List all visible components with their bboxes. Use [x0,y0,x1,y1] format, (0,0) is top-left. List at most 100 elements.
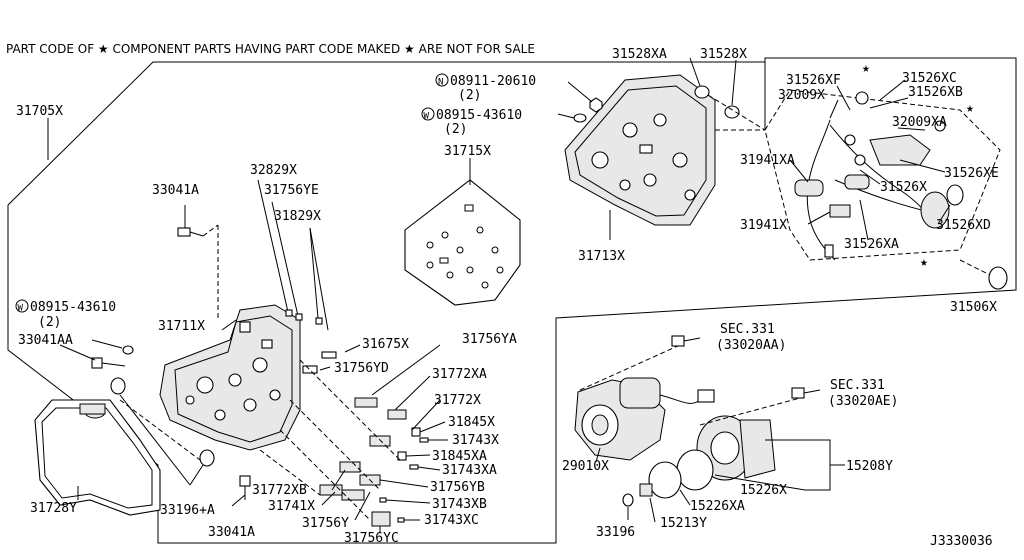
valve-body-upper [564,74,716,226]
label-sec331a: SEC.331 [720,322,775,337]
leader-08915-left [91,339,123,349]
leader-31845X [419,421,446,433]
label-31756YA: 31756YA [462,332,517,347]
leader-31845XA [405,454,431,457]
label-31941XA: 31941XA [740,153,795,168]
leader-31528XA [689,57,701,87]
label-31743XB: 31743XB [432,497,487,512]
label-08915-left-qty: (2) [38,315,61,330]
label-29010X: 29010X [562,459,609,474]
label-32829X: 32829X [250,163,297,178]
dash-31506X [959,259,991,276]
leader-31772X [411,399,441,431]
star-mark-2: ★ [966,101,974,116]
leader-33041AA [59,344,96,361]
w-mark-top: W [424,112,430,122]
label-31829X: 31829X [274,209,321,224]
dash-guide-5 [119,399,201,461]
label-08915-top-qty: (2) [444,122,467,137]
label-31526X: 31526X [880,180,927,195]
leader-31941X [807,211,831,225]
pin-31756YE [295,313,303,321]
w-circle-left [15,299,29,313]
label-15213Y: 15213Y [660,516,707,531]
label-31845X: 31845X [448,415,495,430]
label-31675X: 31675X [362,337,409,352]
dash-31528 [707,94,766,131]
leader-31526XC [879,79,906,101]
label-08911: 08911-20610 [450,74,536,89]
label-31756Y: 31756Y [302,516,349,531]
bolt-sec331b [791,387,821,399]
bolt-sec331a [671,335,701,347]
dash-guide-3 [279,429,371,521]
n-mark: N [438,78,443,88]
label-33041A-bottom: 33041A [208,525,255,540]
leader-32829X [257,179,289,313]
star-mark-3: ★ [920,255,928,270]
nut-08911 [589,97,603,113]
header-note: PART CODE OF ★ COMPONENT PARTS HAVING PA… [6,42,535,56]
label-31526XB: 31526XB [908,85,963,100]
leader-31526XE [899,159,946,173]
label-15208Y: 15208Y [846,459,893,474]
label-31756YE: 31756YE [264,183,319,198]
leader-32009X [829,99,839,119]
w-mark-left: W [18,304,24,314]
label-31526XD: 31526XD [936,218,991,233]
leader-32009XA [897,127,926,131]
strainer-part [34,399,161,516]
leader-31526XD [937,204,951,225]
label-31772X: 31772X [434,393,481,408]
label-31756YB: 31756YB [430,480,485,495]
leader-08911 [567,81,593,103]
leader-31756YB [379,479,429,488]
leader-31756YD [319,366,331,371]
bolt-33041A-bottom [239,475,251,500]
leader-33196A [119,394,191,486]
washer-08915-top [573,113,587,123]
harness-assembly [794,91,964,261]
label-33041A-top: 33041A [152,183,199,198]
leader-29010X [595,447,601,463]
label-sec331b: SEC.331 [830,378,885,393]
label-31526XF: 31526XF [786,73,841,88]
plug-33196 [622,493,634,507]
label-31528X: 31528X [700,47,747,62]
label-31526XA: 31526XA [844,237,899,252]
dash-guide-2 [289,399,381,491]
label-31711X: 31711X [158,319,205,334]
label-15226XA: 15226XA [690,499,745,514]
leader-31526XF [836,85,851,111]
label-31845XA: 31845XA [432,449,487,464]
label-31772XB: 31772XB [252,483,307,498]
leader-15226X [714,474,806,491]
leader-31756YA [371,344,441,396]
harness-boundary [764,89,1001,261]
label-31526XE: 31526XE [944,166,999,181]
label-sec331b-sub: (33020AE) [828,394,898,409]
label-08915-top: 08915-43610 [436,108,522,123]
label-32009X: 32009X [778,88,825,103]
motor-29010X [574,377,715,461]
filter-31506X [988,266,1008,290]
w-circle-top [421,107,435,121]
leader-31756Y [354,491,371,521]
leader-31526XA [859,199,869,241]
leader-31772XA [394,375,431,411]
label-31506X: 31506X [950,300,997,315]
washer-08915-left [122,345,134,355]
seal-31528XA [694,85,740,119]
label-31743XC: 31743XC [424,513,479,528]
label-sec331a-sub: (33020AA) [716,338,786,353]
leader-15213Y [649,497,656,523]
dash-33041A [202,224,219,237]
pin-32829X [285,309,293,317]
leader-33041A-bottom [231,494,246,507]
bolt-33041AA [91,357,126,369]
label-08915-left: 08915-43610 [30,300,116,315]
label-31705X: 31705X [16,104,63,119]
leader-31743XA [417,466,441,471]
